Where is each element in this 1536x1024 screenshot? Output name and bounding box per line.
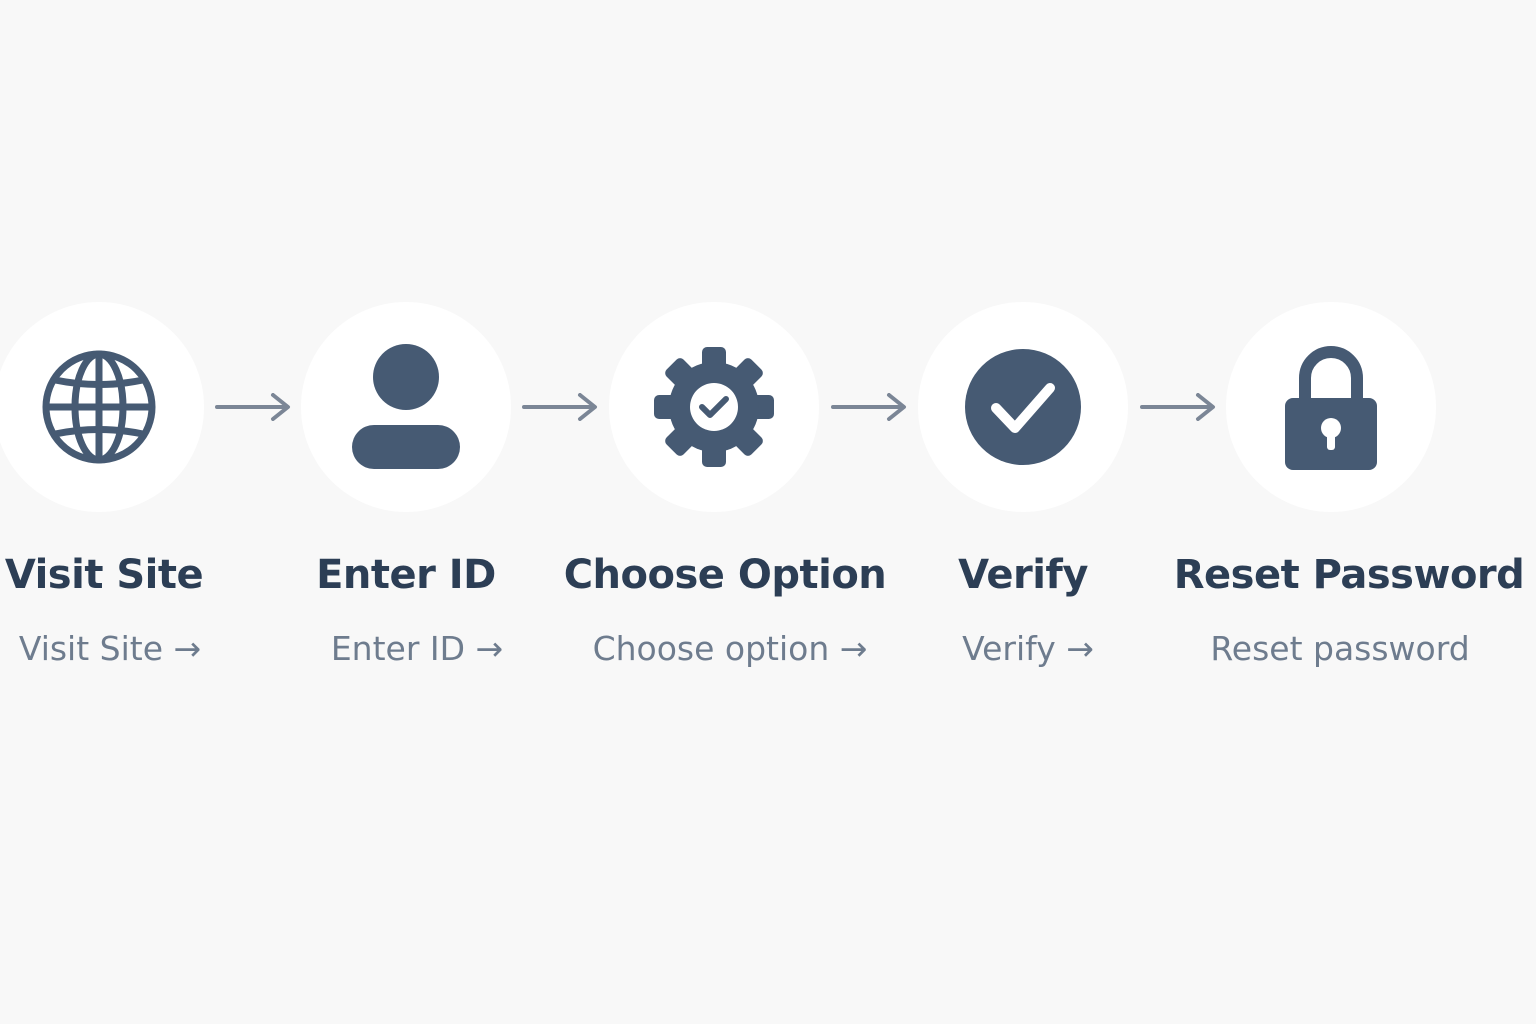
step-subtitle-enter-id: Enter ID → (330, 629, 504, 668)
arrow-right-icon (215, 393, 290, 421)
step-subtitle-visit-site: Visit Site → (18, 629, 202, 668)
check-circle-icon (965, 349, 1081, 465)
step-title-choose-option: Choose Option (563, 552, 887, 598)
step-title-visit-site: Visit Site (4, 552, 204, 598)
step-enter-id-circle (301, 302, 511, 512)
user-icon (352, 344, 460, 469)
lock-icon (1285, 346, 1377, 470)
step-title-verify: Verify (958, 552, 1088, 598)
step-visit-site-circle (0, 302, 204, 512)
gear-check-icon (654, 347, 774, 467)
arrow-right-icon (831, 393, 906, 421)
step-subtitle-reset-password: Reset password (1210, 629, 1470, 668)
step-reset-password-circle (1226, 302, 1436, 512)
globe-icon (42, 350, 156, 464)
step-verify-circle (918, 302, 1128, 512)
step-title-enter-id: Enter ID (316, 552, 496, 598)
step-subtitle-verify: Verify → (962, 629, 1094, 668)
step-title-reset-password: Reset Password (1173, 552, 1525, 598)
step-subtitle-choose-option: Choose option → (592, 629, 868, 668)
arrow-right-icon (522, 393, 597, 421)
arrow-right-icon (1140, 393, 1215, 421)
step-choose-option-circle (609, 302, 819, 512)
